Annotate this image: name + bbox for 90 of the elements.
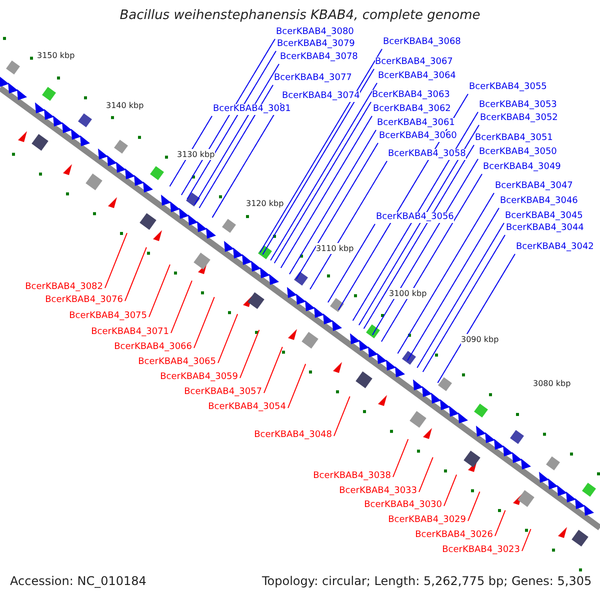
leader-line bbox=[522, 528, 532, 552]
gene-label: BcerKBAB4_3029 bbox=[388, 515, 466, 526]
leader-line bbox=[280, 116, 372, 268]
gene-label: BcerKBAB4_3044 bbox=[506, 223, 584, 234]
gene-label: BcerKBAB4_3052 bbox=[480, 113, 558, 124]
leader-line bbox=[170, 280, 192, 334]
leader-line bbox=[218, 314, 238, 364]
scale-label: 3090 kbp bbox=[461, 334, 499, 345]
gene-label: BcerKBAB4_3057 bbox=[184, 387, 262, 398]
leader-line bbox=[104, 232, 128, 288]
leader-line bbox=[363, 144, 474, 330]
gene-label: BcerKBAB4_3061 bbox=[377, 118, 455, 129]
leader-line bbox=[468, 491, 480, 522]
scale-label: 3100 kbp bbox=[389, 288, 427, 299]
leader-line bbox=[397, 192, 494, 354]
gene-label: BcerKBAB4_3023 bbox=[442, 545, 520, 556]
leader-line bbox=[416, 222, 504, 368]
gene-label: BcerKBAB4_3051 bbox=[475, 133, 553, 144]
leader-line bbox=[180, 38, 276, 196]
leader-line bbox=[198, 84, 274, 208]
leader-line bbox=[262, 68, 374, 256]
scale-label: 3140 kbp bbox=[106, 100, 144, 111]
leader-line bbox=[380, 174, 482, 342]
gene-label: BcerKBAB4_3077 bbox=[274, 73, 352, 84]
gene-label: BcerKBAB4_3064 bbox=[378, 71, 456, 82]
leader-line bbox=[444, 474, 458, 506]
leader-line bbox=[437, 254, 516, 384]
leader-line bbox=[334, 396, 350, 436]
leader-line bbox=[212, 102, 282, 218]
gene-label: BcerKBAB4_3067 bbox=[375, 57, 453, 68]
gene-label: BcerKBAB4_3045 bbox=[505, 211, 583, 222]
gene-label: BcerKBAB4_3068 bbox=[383, 37, 461, 48]
gene-label: BcerKBAB4_3054 bbox=[208, 402, 286, 413]
leader-line bbox=[259, 48, 382, 253]
gene-label: BcerKBAB4_3074 bbox=[282, 91, 360, 102]
leader-line bbox=[270, 82, 378, 261]
gene-label: BcerKBAB4_3046 bbox=[500, 196, 578, 207]
scale-label: 3110 kbp bbox=[316, 243, 354, 254]
leader-line bbox=[194, 296, 215, 348]
leader-line bbox=[310, 160, 388, 290]
gene-label: BcerKBAB4_3055 bbox=[469, 82, 547, 93]
gene-label: BcerKBAB4_3047 bbox=[495, 181, 573, 192]
gene-label: BcerKBAB4_3081 bbox=[213, 104, 291, 115]
gene-label: BcerKBAB4_3062 bbox=[373, 104, 451, 115]
gene-label: BcerKBAB4_3071 bbox=[91, 327, 169, 338]
gene-label: BcerKBAB4_3066 bbox=[114, 342, 192, 353]
leader-line bbox=[494, 510, 506, 536]
footer-text: Topology: circular; Length: 5,262,775 bp; Genes: 5,305 bbox=[262, 576, 592, 587]
leader-line bbox=[264, 346, 283, 394]
leader-line bbox=[406, 208, 500, 362]
leader-line bbox=[124, 246, 147, 302]
leader-line bbox=[296, 142, 378, 280]
gene-label: BcerKBAB4_3079 bbox=[277, 39, 355, 50]
leader-line bbox=[289, 130, 376, 275]
gene-label: BcerKBAB4_3080 bbox=[276, 27, 354, 38]
gene-label: BcerKBAB4_3033 bbox=[339, 486, 417, 497]
gene-label: BcerKBAB4_3056 bbox=[376, 212, 454, 223]
gene-label: BcerKBAB4_3060 bbox=[379, 131, 457, 142]
gene-label: BcerKBAB4_3050 bbox=[479, 147, 557, 158]
gene-label: BcerKBAB4_3058 bbox=[388, 149, 466, 160]
leader-line bbox=[288, 364, 306, 408]
gene-label: BcerKBAB4_3059 bbox=[160, 372, 238, 383]
gene-label: BcerKBAB4_3030 bbox=[364, 500, 442, 511]
gene-label: BcerKBAB4_3053 bbox=[479, 100, 557, 111]
leader-line bbox=[372, 158, 478, 336]
leader-line bbox=[392, 438, 409, 478]
gene-label: BcerKBAB4_3082 bbox=[25, 282, 103, 293]
footer-text: Accession: NC_010184 bbox=[10, 576, 146, 587]
gene-label: BcerKBAB4_3026 bbox=[415, 530, 493, 541]
gene-label: BcerKBAB4_3078 bbox=[280, 52, 358, 63]
gene-label: BcerKBAB4_3038 bbox=[313, 471, 391, 482]
leader-line bbox=[327, 224, 376, 303]
leader-line bbox=[148, 264, 170, 318]
leader-line bbox=[274, 102, 372, 264]
scale-label: 3150 kbp bbox=[37, 50, 75, 61]
leader-line bbox=[194, 64, 280, 206]
gene-label: BcerKBAB4_3065 bbox=[138, 357, 216, 368]
gene-label: BcerKBAB4_3063 bbox=[372, 90, 450, 101]
scale-label: 3080 kbp bbox=[533, 378, 571, 389]
gene-label: BcerKBAB4_3075 bbox=[69, 311, 147, 322]
gene-label: BcerKBAB4_3042 bbox=[516, 242, 594, 253]
gene-label: BcerKBAB4_3076 bbox=[45, 295, 123, 306]
gene-label: BcerKBAB4_3049 bbox=[483, 162, 561, 173]
scale-label: 3130 kbp bbox=[177, 149, 215, 160]
leader-line bbox=[418, 456, 434, 492]
scale-label: 3120 kbp bbox=[246, 198, 284, 209]
leader-line bbox=[186, 50, 276, 200]
gene-label: BcerKBAB4_3048 bbox=[254, 430, 332, 441]
leader-line bbox=[240, 330, 260, 378]
leader-line bbox=[422, 234, 506, 372]
